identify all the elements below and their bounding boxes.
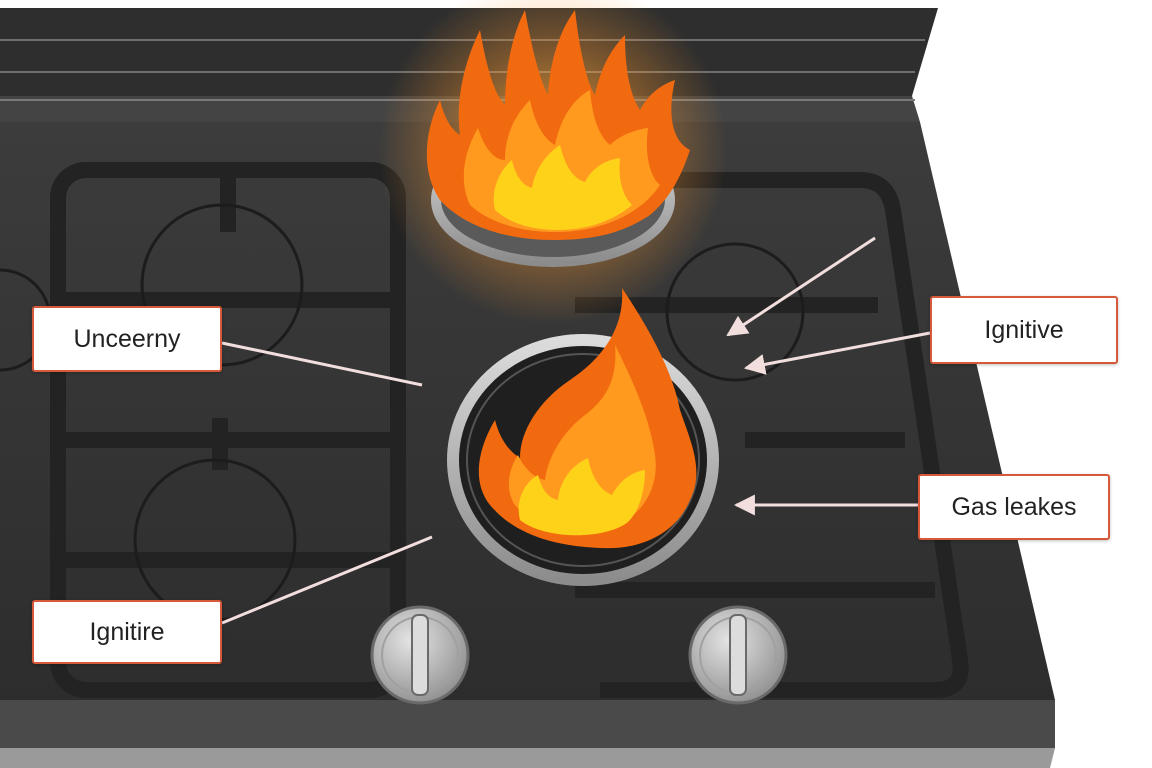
right-control-knob <box>688 605 788 705</box>
callout-ignitire-text: Ignitire <box>89 617 165 646</box>
leader-ignitive-lower <box>743 331 931 375</box>
top-burner-flame <box>426 10 690 240</box>
leader-unceerny <box>221 341 423 387</box>
leader-ignitire <box>221 535 433 625</box>
callout-ignitive-text: Ignitive <box>984 315 1064 344</box>
center-burner-flame <box>478 288 697 549</box>
leader-lines <box>221 236 931 625</box>
right-back-burner <box>665 242 805 382</box>
callout-gas-leakes-text: Gas leakes <box>951 492 1077 521</box>
right-grate <box>575 172 969 698</box>
callout-gas-leakes: Gas leakes <box>918 474 1110 540</box>
callout-unceerny-text: Unceerny <box>73 324 181 353</box>
front-edge <box>0 700 1055 748</box>
left-control-knob <box>370 605 470 705</box>
callout-ignitive: Ignitive <box>930 296 1118 364</box>
left-back-burner <box>140 203 304 367</box>
callout-unceerny: Unceerny <box>32 306 222 372</box>
leader-ignitive-upper <box>726 236 876 337</box>
callout-ignitire: Ignitire <box>32 600 222 664</box>
